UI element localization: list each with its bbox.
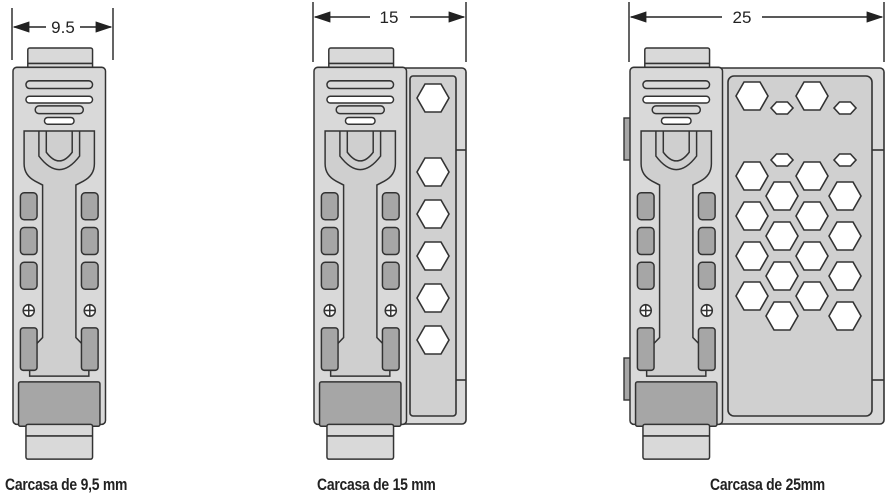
dimension-label: 9.5 xyxy=(51,18,75,37)
housing-15mm: 15 xyxy=(312,2,467,460)
caption-housing-9-5mm: Carcasa de 9,5 mm xyxy=(5,475,128,494)
dimension-label: 15 xyxy=(380,8,399,27)
side-panel xyxy=(399,67,467,425)
housing-body xyxy=(12,47,107,460)
caption-housing-15mm: Carcasa de 15 mm xyxy=(317,475,436,494)
housing-25mm: 25 xyxy=(623,2,885,460)
housing-body xyxy=(629,47,724,460)
dimension-label: 25 xyxy=(733,8,752,27)
caption-housing-25mm: Carcasa de 25mm xyxy=(710,475,825,494)
housing-9-5mm: 9.5 xyxy=(11,8,114,460)
vent-panel xyxy=(715,67,885,425)
housing-body xyxy=(313,47,408,460)
